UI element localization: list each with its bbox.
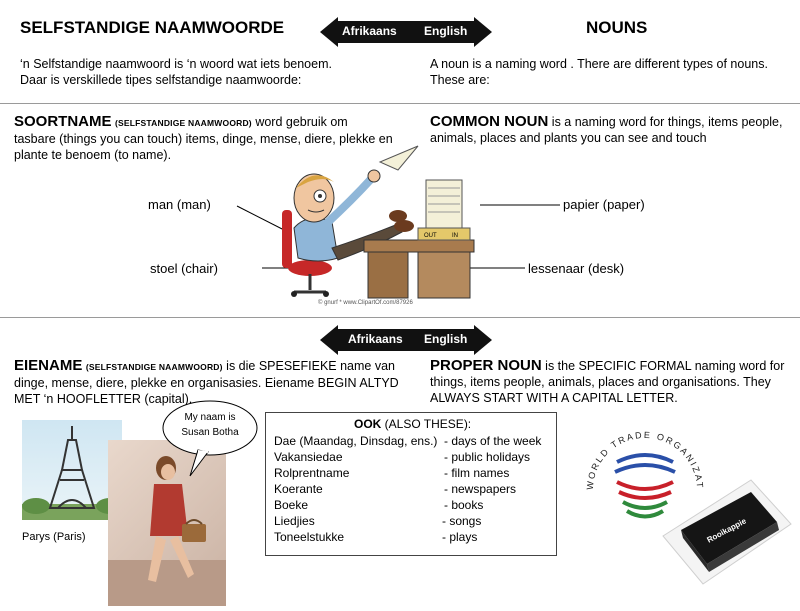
intro-af-line-1: ‘n Selfstandige naamwoord is ‘n woord wa… <box>20 57 332 71</box>
eiename-line-1: is die SPESEFIEKE name van <box>222 359 395 373</box>
ook-heading-bold: OOK <box>354 417 382 431</box>
eiffel-tower-icon <box>22 426 124 520</box>
paris-image <box>22 420 124 520</box>
language-arrow-top: Afrikaans English <box>320 17 492 47</box>
bubble-line-2: Susan Botha <box>181 427 239 438</box>
common-english: COMMON NOUN is a naming word for things,… <box>430 114 800 146</box>
list-item: - songs <box>442 514 482 528</box>
divider-middle <box>0 317 800 318</box>
proper-english: PROPER NOUN is the SPECIFIC FORMAL namin… <box>430 358 795 406</box>
label-paper: papier (paper) <box>563 197 645 212</box>
proper-noun-heading: PROPER NOUN <box>430 357 542 374</box>
soortname-line-1: word gebruik om <box>251 115 348 129</box>
list-item: - books <box>444 498 484 512</box>
double-arrow-icon-2 <box>320 325 492 355</box>
proper-noun-line-2: things, items people, animals, places an… <box>430 375 771 389</box>
tray-in-label: IN <box>452 233 458 239</box>
also-these-heading: OOK (ALSO THESE): <box>354 417 471 431</box>
woman-image <box>108 440 226 606</box>
intro-en-line-2: These are: <box>430 73 490 87</box>
arrow2-label-afrikaans: Afrikaans <box>348 332 403 346</box>
arrow-label-english: English <box>424 24 468 38</box>
list-item: - plays <box>442 530 478 544</box>
speech-bubble: My naam is Susan Botha <box>160 398 260 478</box>
intro-english: A noun is a naming word . There are diff… <box>430 56 790 88</box>
soortname-line-2: tasbare (things you can touch) items, di… <box>14 132 393 146</box>
bubble-line-1: My naam is <box>184 412 236 423</box>
wto-logo-graphic: WORLD TRADE ORGANIZATION <box>570 402 703 519</box>
soortname-line-3: plante te benoem (to name). <box>14 148 172 162</box>
label-desk: lessenaar (desk) <box>528 261 625 276</box>
common-noun-line-2: animals, places and plants you can see a… <box>430 131 707 145</box>
list-item: Dae (Maandag, Dinsdag, ens.) <box>274 434 438 448</box>
title-afrikaans: SELFSTANDIGE NAAMWOORDE <box>20 18 285 37</box>
woman-walking-illustration <box>108 456 226 606</box>
eiename-subheading: (SELFSTANDIGE NAAMWOORD) <box>85 362 223 372</box>
list-item: Toneelstukke <box>274 530 345 544</box>
list-item: - film names <box>444 466 510 480</box>
book-image: Rooikappie <box>655 478 795 588</box>
tray-out-label: OUT <box>424 233 437 239</box>
proper-noun-line-1: is the SPECIFIC FORMAL naming word for <box>541 359 785 373</box>
arrow-label-afrikaans: Afrikaans <box>342 24 397 38</box>
label-man: man (man) <box>148 197 211 212</box>
label-chair: stoel (chair) <box>150 261 218 276</box>
list-item: Vakansiedae <box>274 450 343 464</box>
paris-label: Parys (Paris) <box>22 531 86 543</box>
language-arrow-bottom: Afrikaans English <box>320 325 492 355</box>
double-arrow-icon <box>320 17 492 47</box>
eiename-heading: EIENAME <box>14 357 83 374</box>
list-item: Liedjies <box>274 514 315 528</box>
common-noun-line-1: is a naming word for things, items peopl… <box>548 115 783 129</box>
list-item: Koerante <box>274 482 323 496</box>
man-at-desk-illustration: OUT IN <box>282 145 475 299</box>
intro-af-line-2: Daar is verskillede tipes selfstandige n… <box>20 73 302 87</box>
list-item: - newspapers <box>444 482 517 496</box>
common-afrikaans: SOORTNAME (SELFSTANDIGE NAAMWOORD) word … <box>14 114 414 163</box>
clipart-credit: © gnurf * www.ClipartOf.com/87926 <box>318 300 413 306</box>
proper-noun-line-3: ALWAYS START WITH A CAPITAL LETTER. <box>430 391 678 405</box>
book-icon <box>662 479 792 585</box>
arrow2-label-english: English <box>424 332 468 346</box>
intro-en-line-1: A noun is a naming word . There are diff… <box>430 57 768 71</box>
soortname-subheading: (SELFSTANDIGE NAAMWOORD) <box>114 118 252 128</box>
list-item: Boeke <box>274 498 309 512</box>
intro-afrikaans: ‘n Selfstandige naamwoord is ‘n woord wa… <box>20 56 400 88</box>
divider-top <box>0 103 800 104</box>
list-item: Rolprentname <box>274 466 350 480</box>
clipart-man-at-desk: OUT IN <box>268 140 478 310</box>
ook-heading-rest: (ALSO THESE): <box>381 417 472 431</box>
speech-bubble-shape <box>162 400 258 477</box>
eiename-line-2: dinge, mense, diere, plekke en organisas… <box>14 376 399 390</box>
title-english: NOUNS <box>586 18 648 37</box>
wto-logo: WORLD TRADE ORGANIZATION <box>570 402 715 530</box>
common-noun-heading: COMMON NOUN <box>430 113 549 130</box>
soortname-heading: SOORTNAME <box>14 113 112 130</box>
list-item: - public holidays <box>444 450 531 464</box>
proper-afrikaans: EIENAME (SELFSTANDIGE NAAMWOORD) is die … <box>14 358 419 407</box>
also-these-box: OOK (ALSO THESE): Dae (Maandag, Dinsdag,… <box>265 412 557 556</box>
list-item: - days of the week <box>444 434 542 448</box>
eiename-line-3: MET ‘n HOOFLETTER (capital). <box>14 392 193 406</box>
